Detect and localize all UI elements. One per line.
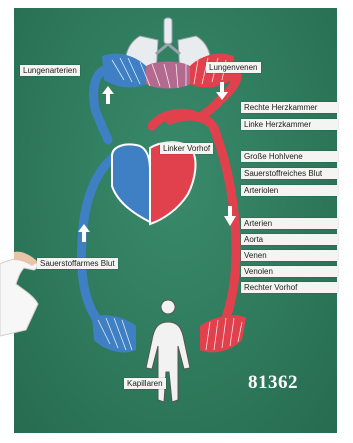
word-venolen[interactable]: Venolen: [241, 266, 338, 277]
word-venen[interactable]: Venen: [241, 250, 338, 261]
word-rechte-herzkammer[interactable]: Rechte Herzkammer: [241, 102, 338, 113]
label-lungenvenen[interactable]: Lungenvenen: [206, 62, 261, 73]
word-aorta[interactable]: Aorta: [241, 234, 338, 245]
label-kapillaren[interactable]: Kapillaren: [124, 378, 166, 389]
label-linker-vorhof[interactable]: Linker Vorhof: [160, 143, 213, 154]
word-arterien[interactable]: Arterien: [241, 218, 338, 229]
label-sauerstoffarmes-blut[interactable]: Sauerstoffarmes Blut: [37, 258, 118, 269]
word-sauerstoffreiches-blut[interactable]: Sauerstoffreiches Blut: [241, 168, 338, 179]
word-linke-herzkammer[interactable]: Linke Herzkammer: [241, 119, 338, 130]
heart: [112, 142, 195, 224]
word-grosse-hohlvene[interactable]: Große Hohlvene: [241, 151, 338, 162]
word-arteriolen[interactable]: Arteriolen: [241, 185, 338, 196]
label-lungenarterien[interactable]: Lungenarterien: [20, 65, 80, 76]
product-code: 81362: [248, 372, 298, 394]
word-rechter-vorhof[interactable]: Rechter Vorhof: [241, 282, 338, 293]
